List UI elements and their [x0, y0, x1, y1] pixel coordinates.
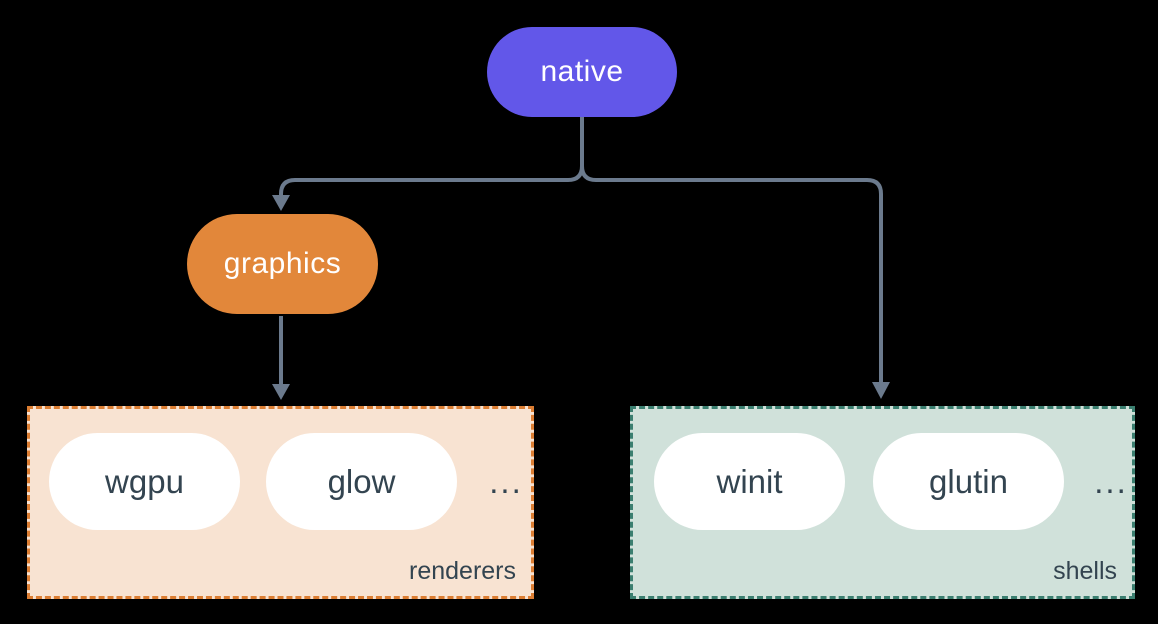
pill-glutin-label: glutin [929, 462, 1008, 500]
pill-glow: glow [266, 433, 457, 530]
pill-winit: winit [654, 433, 845, 530]
node-graphics-label: graphics [223, 247, 342, 280]
arrowhead-graphics-icon [272, 195, 290, 211]
group-renderers-label: renderers [409, 557, 516, 585]
node-graphics: graphics [187, 214, 378, 314]
pill-glow-label: glow [327, 462, 396, 500]
group-renderers: wgpu glow ... renderers [27, 406, 534, 599]
pill-glutin: glutin [873, 433, 1064, 530]
shells-ellipsis: ... [1094, 463, 1128, 500]
arrowhead-renderers-icon [272, 384, 290, 400]
edge-native-to-graphics [279, 117, 584, 196]
node-native: native [487, 27, 677, 117]
pill-wgpu: wgpu [49, 433, 240, 530]
pill-winit-label: winit [716, 462, 783, 500]
arrowhead-shells-icon [872, 382, 890, 399]
node-native-label: native [540, 55, 624, 88]
renderers-ellipsis: ... [489, 463, 523, 500]
group-shells-label: shells [1053, 557, 1117, 585]
group-shells: winit glutin ... shells [630, 406, 1135, 599]
edge-native-to-shells [580, 117, 883, 383]
pill-wgpu-label: wgpu [105, 462, 184, 500]
